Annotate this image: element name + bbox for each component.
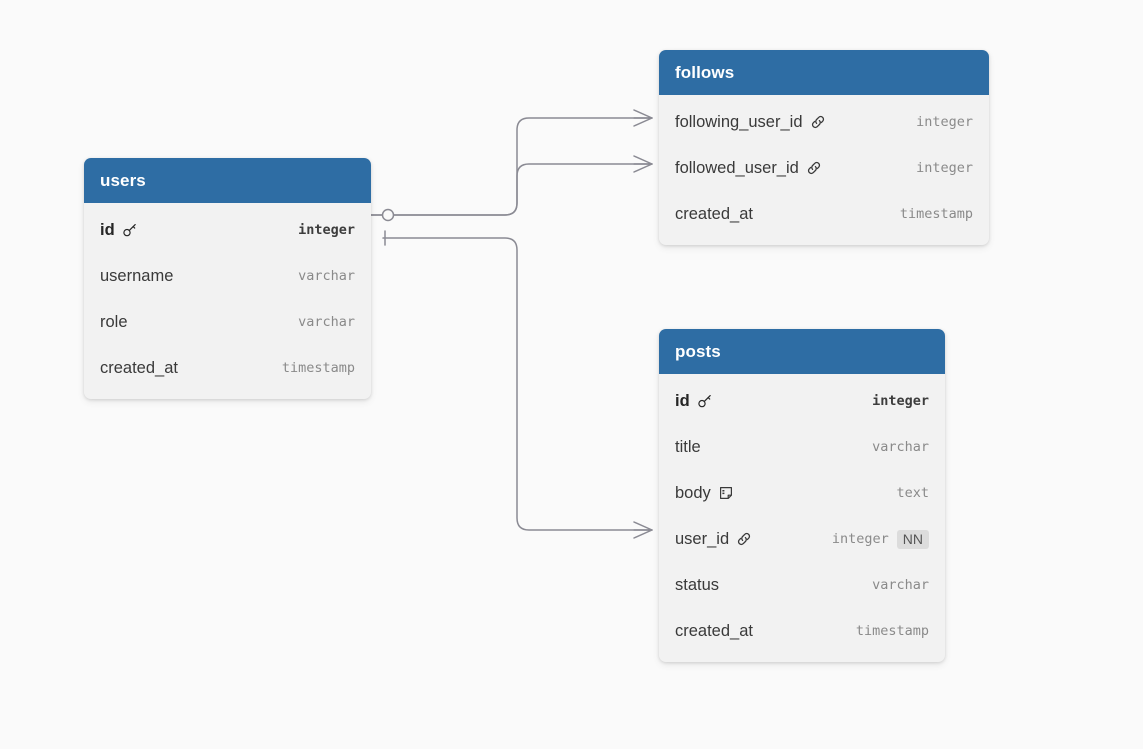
table-row[interactable]: user_id integer NN bbox=[659, 516, 945, 562]
field-name: title bbox=[675, 437, 701, 456]
link-icon bbox=[806, 160, 822, 176]
field-meta: varchar bbox=[298, 314, 355, 330]
field-meta: integer NN bbox=[831, 529, 929, 549]
table-card-users[interactable]: users id in bbox=[84, 158, 371, 399]
table-row[interactable]: id integer bbox=[84, 207, 371, 253]
marker-crows-foot-followed bbox=[633, 155, 653, 173]
status-badge: NN bbox=[896, 529, 929, 549]
field-type: integer bbox=[298, 222, 355, 238]
field-name: followed_user_id bbox=[675, 159, 822, 178]
field-meta: varchar bbox=[298, 268, 355, 284]
field-list-posts: id integer bbox=[659, 374, 945, 662]
field-name: following_user_id bbox=[675, 113, 826, 132]
field-name: body bbox=[675, 484, 734, 503]
marker-crows-foot-following bbox=[633, 109, 653, 127]
field-type: integer bbox=[916, 160, 973, 176]
key-icon bbox=[697, 393, 713, 409]
field-meta: integer bbox=[298, 222, 355, 238]
field-type: integer bbox=[831, 531, 889, 547]
edge-users-follows-followed bbox=[370, 163, 653, 216]
table-row[interactable]: created_at timestamp bbox=[659, 608, 945, 654]
edge-users-posts-userid bbox=[382, 237, 653, 531]
field-name: created_at bbox=[675, 621, 753, 640]
table-row[interactable]: username varchar bbox=[84, 253, 371, 299]
field-type: timestamp bbox=[855, 623, 929, 639]
field-type: varchar bbox=[298, 314, 355, 330]
edge-users-follows-following bbox=[370, 117, 653, 216]
field-type: varchar bbox=[872, 439, 929, 455]
field-list-follows: following_user_id integer bbox=[659, 95, 989, 245]
field-list-users: id integer bbox=[84, 203, 371, 399]
marker-zero-one-circle bbox=[381, 208, 395, 222]
table-row[interactable]: created_at timestamp bbox=[659, 191, 989, 237]
table-header-follows: follows bbox=[659, 50, 989, 95]
field-type: integer bbox=[916, 114, 973, 130]
field-meta: integer bbox=[872, 393, 929, 409]
field-meta: varchar bbox=[872, 577, 929, 593]
field-name: id bbox=[100, 221, 138, 240]
table-row[interactable]: followed_user_id integer bbox=[659, 145, 989, 191]
field-name: status bbox=[675, 575, 720, 594]
field-name: id bbox=[675, 392, 713, 411]
field-type: varchar bbox=[298, 268, 355, 284]
field-name: role bbox=[100, 312, 128, 331]
table-row[interactable]: title varchar bbox=[659, 424, 945, 470]
table-card-posts[interactable]: posts id in bbox=[659, 329, 945, 662]
field-name: created_at bbox=[675, 204, 753, 223]
field-type: integer bbox=[872, 393, 929, 409]
field-type: varchar bbox=[872, 577, 929, 593]
field-meta: timestamp bbox=[282, 360, 355, 376]
field-type: timestamp bbox=[899, 206, 973, 222]
table-row[interactable]: role varchar bbox=[84, 299, 371, 345]
field-meta: text bbox=[896, 485, 929, 501]
key-icon bbox=[122, 222, 138, 238]
table-row[interactable]: status varchar bbox=[659, 562, 945, 608]
table-header-posts: posts bbox=[659, 329, 945, 374]
field-meta: timestamp bbox=[900, 206, 973, 222]
field-name: user_id bbox=[675, 530, 752, 549]
table-row[interactable]: following_user_id integer bbox=[659, 99, 989, 145]
field-name: created_at bbox=[100, 358, 178, 377]
field-meta: integer bbox=[916, 114, 973, 130]
field-meta: timestamp bbox=[856, 623, 929, 639]
link-icon bbox=[810, 114, 826, 130]
note-icon bbox=[718, 485, 734, 501]
table-row[interactable]: id integer bbox=[659, 378, 945, 424]
field-type: timestamp bbox=[281, 360, 355, 376]
table-header-users: users bbox=[84, 158, 371, 203]
field-meta: varchar bbox=[872, 439, 929, 455]
field-name: username bbox=[100, 266, 174, 285]
marker-crows-foot-userid bbox=[633, 521, 653, 539]
field-meta: integer bbox=[916, 160, 973, 176]
table-row[interactable]: created_at timestamp bbox=[84, 345, 371, 391]
table-card-follows[interactable]: follows following_user_id in bbox=[659, 50, 989, 245]
table-row[interactable]: body bbox=[659, 470, 945, 516]
field-type: text bbox=[896, 485, 929, 501]
link-icon bbox=[736, 531, 752, 547]
